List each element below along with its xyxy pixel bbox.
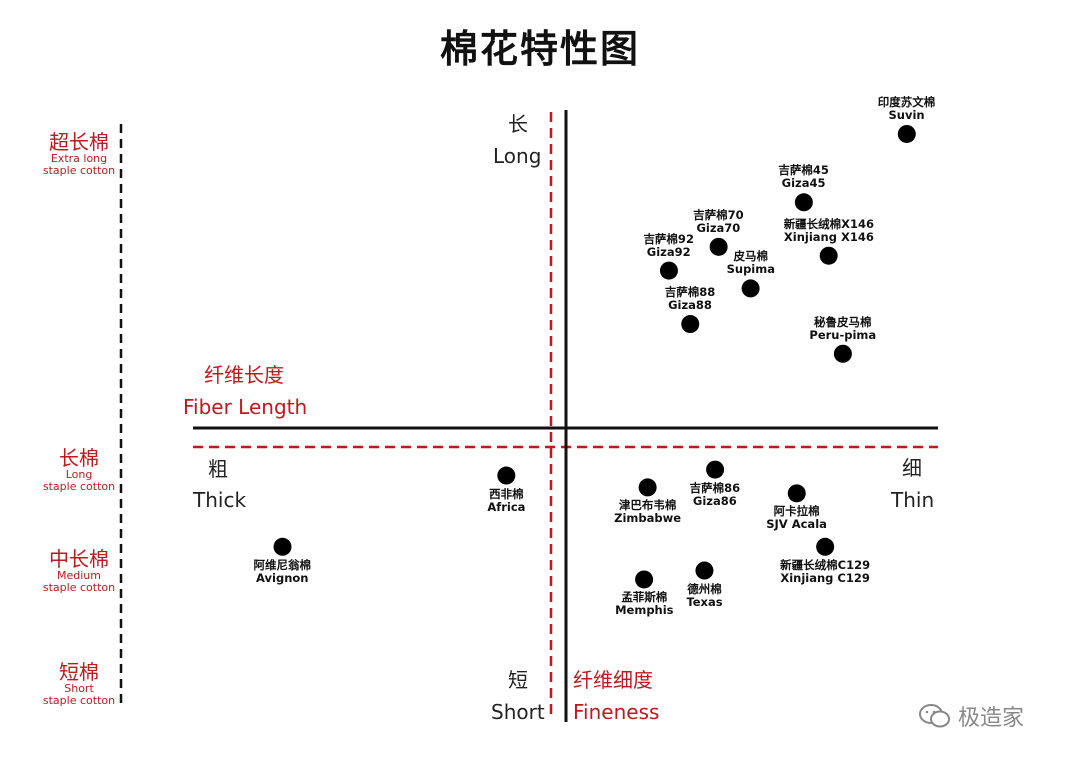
data-point <box>819 246 838 265</box>
point-label-zh: 吉萨棉88 <box>664 285 716 300</box>
point-label-zh: 新疆长绒棉X146 <box>783 216 875 231</box>
point-label-zh: 吉萨棉92 <box>643 231 694 246</box>
watermark-text: 极造家 <box>958 706 1025 731</box>
axis-long-zh: 长 <box>508 112 528 136</box>
point-label-zh: 皮马棉 <box>733 249 769 264</box>
category-long-zh: 长棉 <box>59 446 99 470</box>
point-label-zh: 德州棉 <box>687 581 722 596</box>
data-point <box>787 484 806 503</box>
category-long-en2: staple cotton <box>42 480 116 493</box>
point-label-en: Giza45 <box>781 176 826 191</box>
point-label-en: Supima <box>726 262 775 277</box>
point-label-zh: 西非棉 <box>489 486 524 501</box>
point-label-zh: 印度苏文棉 <box>877 94 936 109</box>
point-label-en: Peru-pima <box>809 327 877 342</box>
point-label-zh: 秘鲁皮马棉 <box>814 314 872 329</box>
data-point <box>833 344 852 363</box>
data-point <box>897 124 916 143</box>
axis-long-en: Long <box>493 144 542 168</box>
point-label-zh: 津巴布韦棉 <box>618 498 677 513</box>
data-point <box>635 570 654 589</box>
data-point <box>273 537 292 556</box>
category-short: 短棉 Short staple cotton <box>19 661 139 707</box>
point-label-zh: 孟菲斯棉 <box>621 590 668 605</box>
data-point <box>695 561 714 580</box>
axis-thin-en: Thin <box>891 488 935 512</box>
data-point <box>816 537 835 556</box>
category-medium-en1: Medium <box>57 569 101 582</box>
chart-title: 棉花特性图 <box>439 27 640 71</box>
data-point <box>659 261 678 280</box>
fiber-length-label-zh: 纤维长度 <box>204 363 284 387</box>
axis-short-en: Short <box>491 700 545 724</box>
point-label-zh: 吉萨棉45 <box>778 163 829 178</box>
watermark: 极造家 <box>918 700 1024 732</box>
category-medium: 中长棉 Medium staple cotton <box>19 548 139 594</box>
category-short-en2: staple cotton <box>42 694 116 707</box>
category-long-en1: Long <box>65 468 93 481</box>
point-label-en: Giza86 <box>692 493 737 508</box>
axis-thick-en: Thick <box>193 488 247 512</box>
category-long: 长棉 Long staple cotton <box>19 447 139 493</box>
point-label-en: Zimbabwe <box>614 511 682 526</box>
category-medium-zh: 中长棉 <box>49 547 109 571</box>
category-short-zh: 短棉 <box>59 660 99 684</box>
chat-bubbles-icon <box>919 704 950 728</box>
data-point <box>497 466 516 485</box>
point-label-zh: 吉萨棉86 <box>689 480 741 495</box>
point-label-en: Africa <box>487 499 526 514</box>
data-point <box>706 460 725 479</box>
fineness-label-en: Fineness <box>573 700 660 724</box>
category-short-en1: Short <box>64 682 94 695</box>
fineness-label-zh: 纤维细度 <box>573 668 653 692</box>
data-point <box>794 193 813 212</box>
point-label-zh: 新疆长绒棉C129 <box>780 557 871 572</box>
data-point <box>709 237 728 256</box>
axis-thick-zh: 粗 <box>208 457 228 481</box>
data-point <box>638 478 657 497</box>
data-point <box>741 279 760 298</box>
point-label-en: Xinjiang X146 <box>783 229 874 244</box>
point-label-en: Giza70 <box>696 220 741 235</box>
point-label-en: Giza88 <box>668 298 712 313</box>
category-medium-en2: staple cotton <box>42 581 116 594</box>
category-extra-long: 超长棉 Extra long staple cotton <box>19 131 139 177</box>
point-label-en: Giza92 <box>646 244 691 259</box>
point-label-en: Xinjiang C129 <box>780 570 870 585</box>
point-label-zh: 阿维尼翁棉 <box>253 557 312 572</box>
category-extra-long-zh: 超长棉 <box>49 130 109 154</box>
points-layer <box>273 124 916 589</box>
point-label-en: SJV Acala <box>766 517 827 532</box>
category-extra-long-en2: staple cotton <box>42 164 116 177</box>
axis-thin-zh: 细 <box>902 456 922 480</box>
point-label-en: Texas <box>686 594 723 609</box>
category-extra-long-en1: Extra long <box>50 152 108 165</box>
point-label-en: Avignon <box>256 570 309 585</box>
point-label-zh: 吉萨棉70 <box>693 207 744 222</box>
point-label-zh: 阿卡拉棉 <box>773 504 820 519</box>
axis-short-zh: 短 <box>508 668 528 692</box>
point-label-en: Suvin <box>888 107 925 122</box>
point-label-en: Memphis <box>615 603 674 618</box>
data-point <box>681 315 700 334</box>
fiber-length-label-en: Fiber Length <box>183 395 308 419</box>
